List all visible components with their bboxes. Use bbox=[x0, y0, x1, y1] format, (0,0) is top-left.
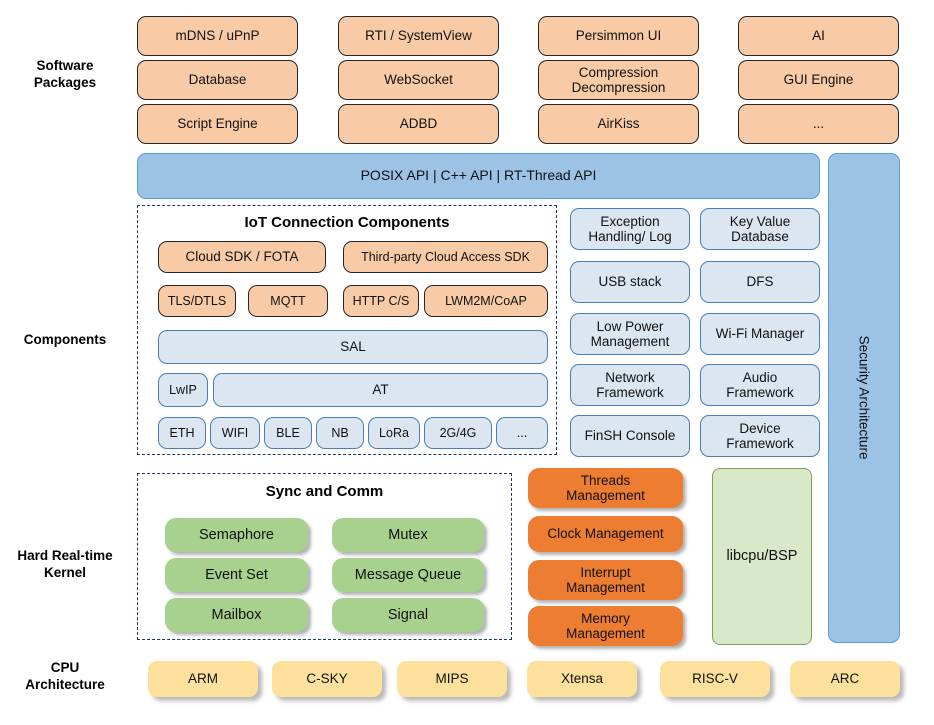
package-websocket[interactable]: WebSocket bbox=[338, 60, 499, 100]
package-airkiss[interactable]: AirKiss bbox=[538, 104, 699, 144]
component-dfs[interactable]: DFS bbox=[700, 261, 820, 303]
sync-and-comm-title: Sync and Comm bbox=[265, 483, 384, 500]
iot-tls-dtls[interactable]: TLS/DTLS bbox=[158, 285, 236, 317]
row-label-cpu: CPU Architecture bbox=[25, 660, 105, 692]
package-database[interactable]: Database bbox=[137, 60, 298, 100]
iot-third-party-cloud-access-sdk[interactable]: Third-party Cloud Access SDK bbox=[343, 241, 548, 273]
package-persimmon-ui[interactable]: Persimmon UI bbox=[538, 16, 699, 56]
iot-wifi[interactable]: WIFI bbox=[210, 417, 260, 449]
cpu-xtensa[interactable]: Xtensa bbox=[527, 661, 637, 697]
sync-and-comm-container: Sync and Comm bbox=[137, 473, 512, 640]
package-rti-systemview[interactable]: RTI / SystemView bbox=[338, 16, 499, 56]
iot-ble[interactable]: BLE bbox=[264, 417, 312, 449]
component-low-power-management[interactable]: Low Power Management bbox=[570, 313, 690, 355]
kernel-memory-management[interactable]: Memory Management bbox=[528, 606, 683, 646]
package-ellipsis[interactable]: ... bbox=[738, 104, 899, 144]
package-ai[interactable]: AI bbox=[738, 16, 899, 56]
api-layer-band[interactable]: POSIX API | C++ API | RT-Thread API bbox=[137, 153, 820, 199]
security-architecture-band[interactable]: Security Architecture bbox=[828, 153, 900, 643]
component-key-value-database[interactable]: Key Value Database bbox=[700, 208, 820, 250]
iot-mqtt[interactable]: MQTT bbox=[248, 285, 328, 317]
cpu-risc-v[interactable]: RISC-V bbox=[660, 661, 770, 697]
component-device-framework[interactable]: Device Framework bbox=[700, 415, 820, 457]
cpu-arm[interactable]: ARM bbox=[148, 661, 258, 697]
cpu-c-sky[interactable]: C-SKY bbox=[272, 661, 382, 697]
row-label-components: Components bbox=[23, 331, 107, 347]
cpu-arc[interactable]: ARC bbox=[790, 661, 900, 697]
iot-2g-4g[interactable]: 2G/4G bbox=[424, 417, 492, 449]
row-label-kernel: Hard Real-time Kernel bbox=[17, 548, 113, 580]
cpu-mips[interactable]: MIPS bbox=[397, 661, 507, 697]
component-usb-stack[interactable]: USB stack bbox=[570, 261, 690, 303]
component-exception-handling-log[interactable]: Exception Handling/ Log bbox=[570, 208, 690, 250]
row-label-software-packages: Software Packages bbox=[33, 58, 97, 90]
iot-http-cs[interactable]: HTTP C/S bbox=[343, 285, 419, 317]
component-audio-framework[interactable]: Audio Framework bbox=[700, 364, 820, 406]
package-adbd[interactable]: ADBD bbox=[338, 104, 499, 144]
iot-ellipsis[interactable]: ... bbox=[496, 417, 548, 449]
component-network-framework[interactable]: Network Framework bbox=[570, 364, 690, 406]
iot-nb[interactable]: NB bbox=[316, 417, 364, 449]
component-finsh-console[interactable]: FinSH Console bbox=[570, 415, 690, 457]
package-mdns-upnp[interactable]: mDNS / uPnP bbox=[137, 16, 298, 56]
libcpu-bsp-block[interactable]: libcpu/BSP bbox=[712, 468, 812, 645]
kernel-clock-management[interactable]: Clock Management bbox=[528, 516, 683, 552]
security-architecture-label: Security Architecture bbox=[856, 336, 872, 460]
iot-cloud-sdk-fota[interactable]: Cloud SDK / FOTA bbox=[158, 241, 326, 273]
iot-lwm2m-coap[interactable]: LWM2M/CoAP bbox=[424, 285, 548, 317]
kernel-threads-management[interactable]: Threads Management bbox=[528, 468, 683, 508]
kernel-mutex[interactable]: Mutex bbox=[332, 518, 484, 552]
kernel-mailbox[interactable]: Mailbox bbox=[165, 598, 308, 632]
package-compression-decompression[interactable]: Compression Decompression bbox=[538, 60, 699, 100]
kernel-event-set[interactable]: Event Set bbox=[165, 558, 308, 592]
iot-eth[interactable]: ETH bbox=[158, 417, 206, 449]
iot-connection-components-container: IoT Connection Components bbox=[137, 205, 557, 455]
kernel-interrupt-management[interactable]: Interrupt Management bbox=[528, 560, 683, 600]
iot-lwip[interactable]: LwIP bbox=[158, 373, 208, 407]
iot-sal[interactable]: SAL bbox=[158, 330, 548, 364]
kernel-signal[interactable]: Signal bbox=[332, 598, 484, 632]
package-gui-engine[interactable]: GUI Engine bbox=[738, 60, 899, 100]
iot-lora[interactable]: LoRa bbox=[368, 417, 420, 449]
kernel-message-queue[interactable]: Message Queue bbox=[332, 558, 484, 592]
package-script-engine[interactable]: Script Engine bbox=[137, 104, 298, 144]
iot-at[interactable]: AT bbox=[213, 373, 548, 407]
iot-connection-components-title: IoT Connection Components bbox=[244, 214, 450, 231]
kernel-semaphore[interactable]: Semaphore bbox=[165, 518, 308, 552]
component-wifi-manager[interactable]: Wi-Fi Manager bbox=[700, 313, 820, 355]
